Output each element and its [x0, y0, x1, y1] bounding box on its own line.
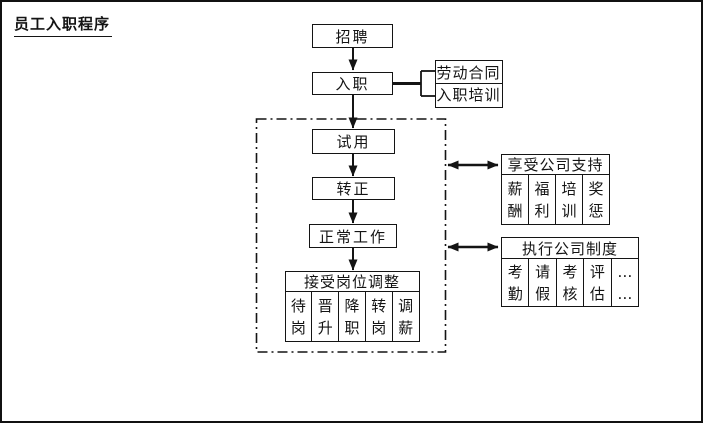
policy-cell-ellipsis: … … — [610, 259, 638, 306]
support-header: 享受公司支持 — [502, 155, 609, 175]
flow-box-onboard: 入职 — [312, 72, 393, 95]
adjustment-table: 接受岗位调整 待 岗 晋 升 降 职 转 岗 调 薪 — [284, 271, 420, 342]
side-row-onboard-training: 入职培训 — [436, 86, 501, 104]
policy-table: 执行公司制度 考 勤 请 假 考 核 评 估 … … — [501, 237, 639, 307]
support-cell-peixun: 培 训 — [555, 175, 582, 224]
flow-box-recruit: 招聘 — [312, 24, 393, 48]
policy-header: 执行公司制度 — [502, 238, 638, 259]
adjustment-cells: 待 岗 晋 升 降 职 转 岗 调 薪 — [286, 292, 419, 341]
adjustment-cell-zhuangang: 转 岗 — [364, 292, 392, 341]
support-cell-xinchou: 薪 酬 — [507, 179, 523, 220]
support-cell-jiangcheng: 奖 惩 — [582, 175, 609, 224]
page-title: 员工入职程序 — [14, 13, 113, 37]
flow-box-probation: 试用 — [312, 129, 395, 154]
adjustment-cell-daigang: 待 岗 — [290, 296, 306, 337]
policy-cell-qingjia: 请 假 — [528, 259, 555, 306]
policy-cell-kaoqin: 考 勤 — [507, 262, 523, 303]
support-cells: 薪 酬 福 利 培 训 奖 惩 — [502, 175, 609, 224]
adjustment-cell-tiaoxin: 调 薪 — [391, 292, 419, 341]
support-cell-fuli: 福 利 — [528, 175, 555, 224]
adjustment-header: 接受岗位调整 — [285, 272, 419, 292]
policy-cells: 考 勤 请 假 考 核 评 估 … … — [502, 259, 638, 306]
support-table: 享受公司支持 薪 酬 福 利 培 训 奖 惩 — [501, 154, 610, 225]
adjustment-cell-jiangzhi: 降 职 — [338, 292, 365, 341]
policy-cell-kaohe: 考 核 — [555, 259, 583, 306]
flow-box-regular: 转正 — [312, 177, 395, 200]
flow-box-normal-work: 正常工作 — [309, 224, 397, 248]
onboard-side-box: 劳动合同 入职培训 — [434, 60, 503, 108]
policy-cell-pinggu: 评 估 — [583, 259, 610, 306]
adjustment-cell-jinsheng: 晋 升 — [311, 292, 338, 341]
side-row-labor-contract: 劳动合同 — [435, 61, 502, 84]
